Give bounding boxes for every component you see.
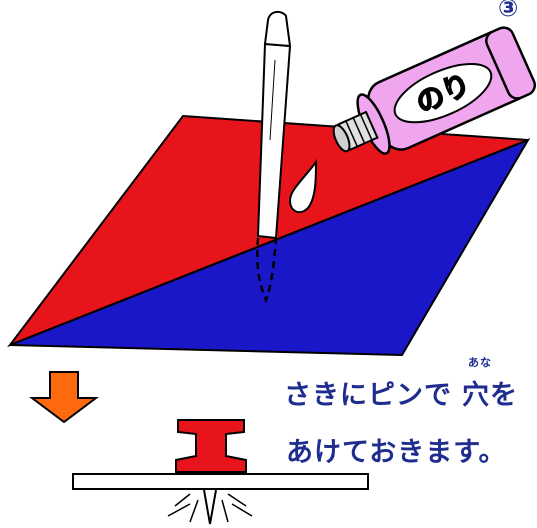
- caption-line-1-main: さきにピンで: [284, 380, 452, 411]
- push-pin-icon: [175, 419, 247, 473]
- pin-tip: [263, 10, 292, 48]
- paper-fold-line: [9, 139, 529, 346]
- glue-drop: [288, 158, 318, 214]
- push-pin-head: [175, 419, 247, 473]
- pin-shaft-highlight: [269, 59, 276, 141]
- down-arrow-icon: [29, 371, 99, 424]
- kanji-with-ruby: あな穴: [462, 356, 491, 412]
- pin-point-below-board: [203, 489, 217, 525]
- kanji-suffix: を: [490, 380, 518, 411]
- step-number-badge: ③: [498, 0, 519, 22]
- pin-hidden-dashed: [256, 237, 278, 304]
- board: [72, 473, 369, 490]
- caption-line-2: あけておきます。: [286, 437, 507, 468]
- caption-line-1: さきにピンであな穴を: [284, 356, 518, 412]
- kanji-reading: あな: [468, 356, 492, 369]
- kanji: 穴: [462, 380, 490, 411]
- glue-bottle-cap: [485, 26, 537, 100]
- impact-lines: [167, 493, 253, 523]
- glue-label-oval: [393, 62, 493, 124]
- glue-bottle: のり: [332, 26, 537, 155]
- glue-bottle-nozzle: [332, 124, 351, 153]
